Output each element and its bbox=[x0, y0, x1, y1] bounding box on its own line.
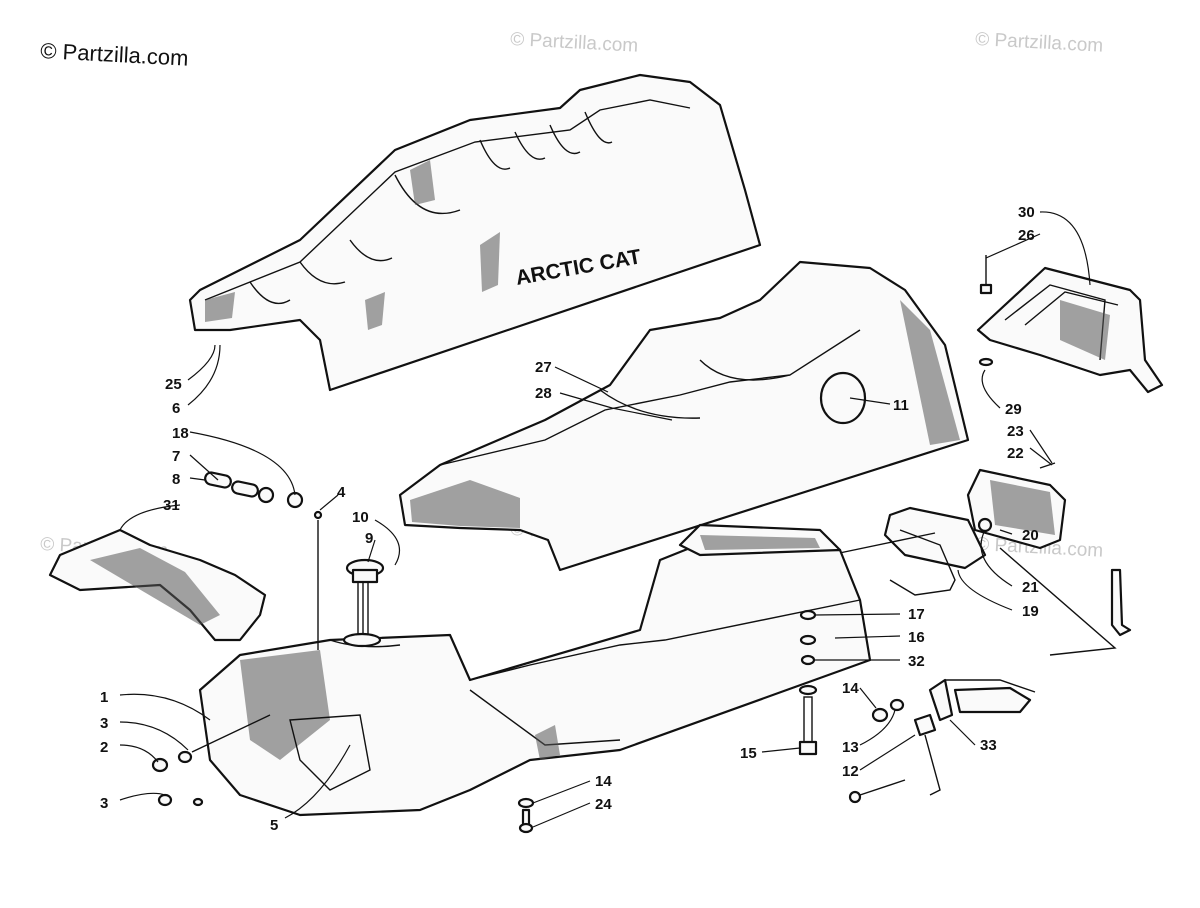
center-hardware bbox=[517, 797, 535, 834]
callout-31: 31 bbox=[163, 497, 180, 514]
callout-1: 1 bbox=[100, 689, 108, 706]
callout-9: 9 bbox=[365, 530, 373, 547]
taillight-housing bbox=[883, 506, 993, 596]
callout-32: 32 bbox=[908, 653, 925, 670]
side-bracket bbox=[1110, 568, 1132, 637]
callout-29: 29 bbox=[1005, 401, 1022, 418]
callout-11: 11 bbox=[893, 397, 909, 414]
callout-14-right: 14 bbox=[842, 680, 859, 697]
callout-27: 27 bbox=[535, 359, 552, 376]
chassis-tub bbox=[198, 523, 872, 817]
callout-30: 30 bbox=[1018, 204, 1035, 221]
left-hardware bbox=[151, 714, 271, 807]
callout-4: 4 bbox=[337, 484, 346, 501]
callout-13: 13 bbox=[842, 739, 859, 756]
fuel-cap bbox=[342, 558, 385, 648]
callout-33: 33 bbox=[980, 737, 997, 754]
callout-25: 25 bbox=[165, 376, 182, 393]
callout-19: 19 bbox=[1022, 603, 1039, 620]
mount-hardware bbox=[798, 609, 818, 756]
rear-rack bbox=[976, 266, 1164, 394]
callout-28: 28 bbox=[535, 385, 552, 402]
callout-23: 23 bbox=[1007, 423, 1024, 440]
callout-22: 22 bbox=[1007, 445, 1024, 462]
callout-18: 18 bbox=[172, 425, 189, 442]
callout-12: 12 bbox=[842, 763, 859, 780]
callout-16: 16 bbox=[908, 629, 925, 646]
front-panel bbox=[48, 528, 267, 642]
callout-3-upper: 3 bbox=[100, 715, 108, 732]
callout-8: 8 bbox=[172, 471, 180, 488]
watermark-main: © Partzilla.com bbox=[40, 38, 189, 71]
callout-6: 6 bbox=[172, 400, 180, 417]
callout-20: 20 bbox=[1022, 527, 1039, 544]
callout-24: 24 bbox=[595, 796, 612, 813]
seat-cover: ARCTIC CAT bbox=[188, 73, 762, 392]
seat-base-opening bbox=[819, 371, 867, 425]
callout-2: 2 bbox=[100, 739, 108, 756]
taillight bbox=[966, 462, 1067, 550]
callout-5: 5 bbox=[270, 817, 278, 834]
latch-assembly bbox=[848, 678, 1036, 804]
fuel-hose-parts bbox=[204, 471, 323, 650]
callout-14-center: 14 bbox=[595, 773, 612, 790]
leader-lines bbox=[119, 211, 1091, 828]
callout-10: 10 bbox=[352, 509, 369, 526]
callout-3-lower: 3 bbox=[100, 795, 108, 812]
callout-7: 7 bbox=[172, 448, 180, 465]
watermark-top-center: © Partzilla.com bbox=[510, 29, 639, 57]
callout-15: 15 bbox=[740, 745, 757, 762]
watermark-top-right: © Partzilla.com bbox=[975, 29, 1104, 57]
callout-labels: 1 3 2 3 4 5 6 7 8 9 10 11 12 13 14 14 15… bbox=[100, 204, 1039, 834]
bulb bbox=[977, 517, 993, 533]
callout-17: 17 bbox=[908, 606, 925, 623]
seat-base bbox=[398, 260, 970, 572]
rack-screw bbox=[978, 255, 994, 367]
callout-21: 21 bbox=[1022, 579, 1039, 596]
callout-26: 26 bbox=[1018, 227, 1035, 244]
